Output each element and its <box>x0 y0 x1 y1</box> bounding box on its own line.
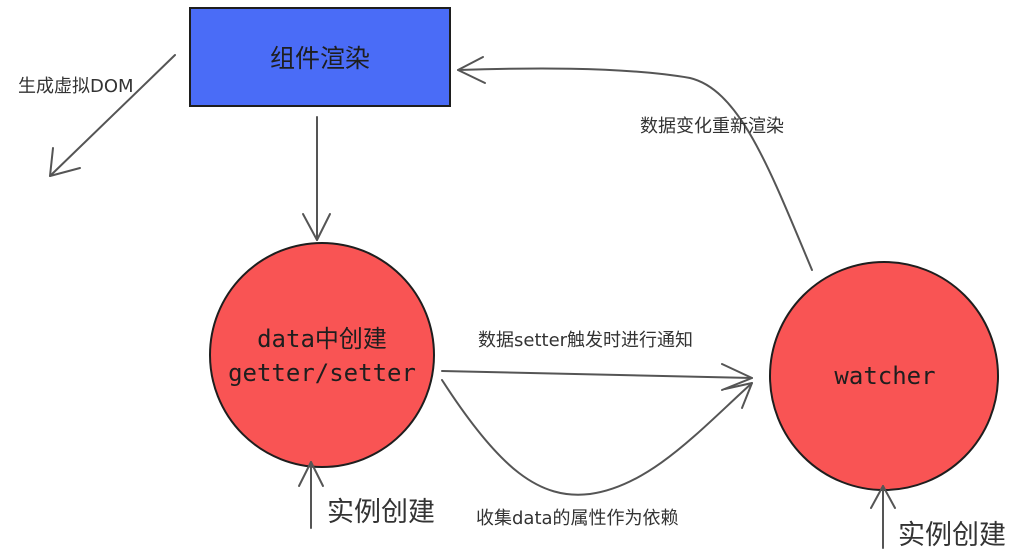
data-circle-label: data中创建 getter/setter <box>210 322 434 390</box>
render-box-label: 组件渲染 <box>269 44 370 73</box>
notify-arrowhead <box>721 363 753 391</box>
box-to-data-arrowhead <box>302 213 331 241</box>
virtual-dom-arrowhead <box>49 147 81 177</box>
notify-label: 数据setter触发时进行通知 <box>478 330 694 351</box>
virtual-dom-arrow <box>49 54 176 177</box>
collect-arrowhead <box>724 382 753 409</box>
data-circle <box>209 242 435 468</box>
render-box <box>189 7 451 107</box>
rerender-arrow <box>457 67 813 271</box>
instance-left-label: 实例创建 <box>327 497 435 528</box>
instance-right-label: 实例创建 <box>898 520 1006 551</box>
data-circle-line1: data中创建 <box>257 325 387 353</box>
watcher-circle-label: watcher <box>834 362 936 390</box>
rerender-label: 数据变化重新渲染 <box>640 116 784 137</box>
rerender-arrowhead <box>457 56 486 84</box>
collect-label: 收集data的属性作为依赖 <box>476 508 679 529</box>
collect-arrow <box>441 379 753 496</box>
data-circle-line2: getter/setter <box>228 359 416 387</box>
virtual-dom-label: 生成虚拟DOM <box>18 76 134 97</box>
notify-arrow <box>441 370 753 379</box>
instance-right-arrowhead <box>870 485 896 509</box>
instance-left-arrowhead <box>298 461 324 487</box>
